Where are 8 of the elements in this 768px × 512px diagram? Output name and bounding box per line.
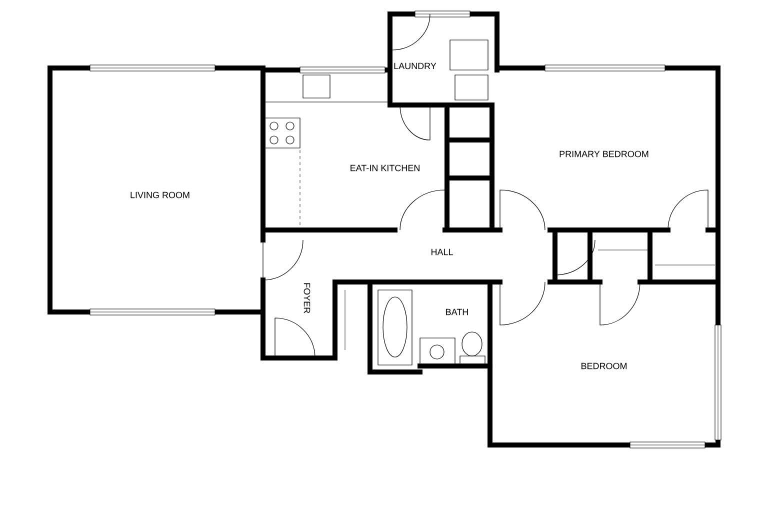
room-label: HALL xyxy=(431,248,453,256)
room-label: PRIMARY BEDROOM xyxy=(560,150,648,158)
room-label: FOYER xyxy=(304,283,310,314)
room-label: BATH xyxy=(446,308,468,316)
room-label: LIVING ROOM xyxy=(130,192,190,198)
room-label: BEDROOM xyxy=(582,362,627,370)
room-label: LAUNDRY xyxy=(394,62,436,70)
room-label: EAT-IN KITCHEN xyxy=(350,164,420,172)
